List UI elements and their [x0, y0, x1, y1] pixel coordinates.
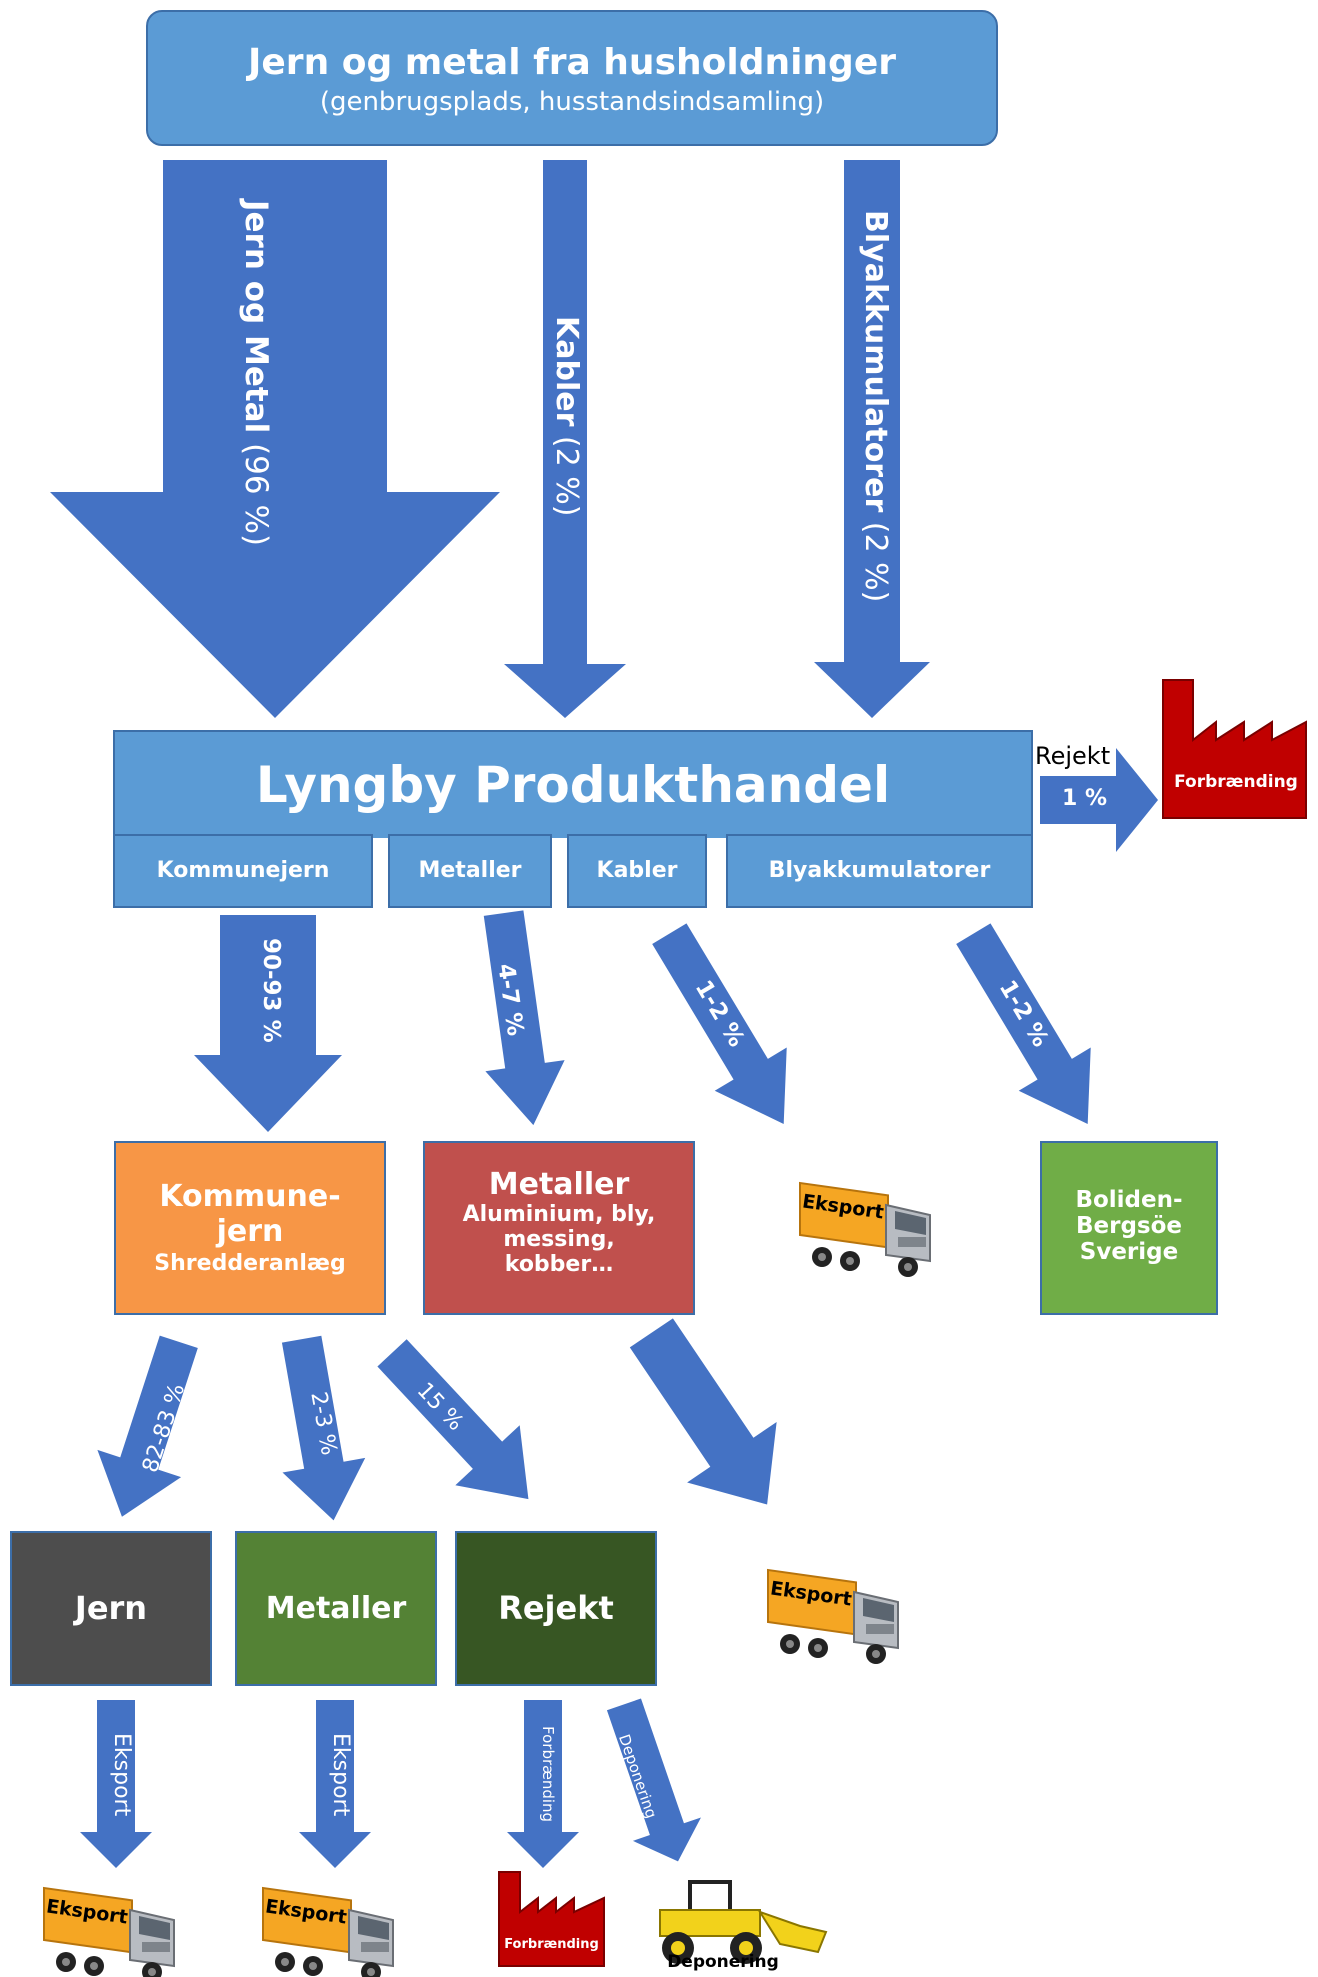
metaller-box: Metaller Aluminium, bly, messing, kobber…	[423, 1141, 695, 1315]
flow-arrow-metaller-lower	[281, 1335, 366, 1521]
flow-arrow-metaller	[483, 910, 565, 1126]
inflow-label-jern-pct: (96 %)	[238, 433, 274, 547]
kommunejern-box: Kommune- jern Shredderanlæg	[114, 1141, 386, 1315]
bottom-box-rejekt: Rejekt	[455, 1531, 657, 1686]
source-subtitle: (genbrugsplads, husstandsindsamling)	[319, 87, 825, 117]
inflow-label-kabler-pct: (2 %)	[549, 426, 584, 517]
bottom-arrow-metaller	[299, 1700, 371, 1868]
boliden-box: Boliden- Bergsöe Sverige	[1040, 1141, 1218, 1315]
source-title: Jern og metal fra husholdninger	[248, 42, 896, 83]
reject-arrow	[1040, 748, 1158, 852]
bottom-flow-label-forbraending: Forbrænding	[539, 1726, 557, 1823]
hub-tab-blyakkumulatorer: Blyakkumulatorer	[726, 834, 1033, 908]
hub-box: Lyngby Produkthandel	[113, 730, 1033, 838]
factory-label-bottom: Forbrænding	[504, 1937, 599, 1952]
inflow-arrow-kabler	[504, 160, 626, 718]
flow-arrow-metaller-export	[629, 1318, 777, 1505]
inflow-label-jern: Jern og Metal (96 %)	[238, 200, 274, 546]
hub-tab-kommunejern: Kommunejern	[113, 834, 373, 908]
inflow-arrow-blyakkumulatorer	[814, 160, 930, 718]
hub-tab-kabler: Kabler	[567, 834, 707, 908]
boliden-line2: Bergsöe	[1075, 1213, 1183, 1239]
inflow-label-jern-bold: Jern og Metal	[238, 200, 274, 434]
boliden-line1: Boliden-	[1075, 1187, 1183, 1213]
bottom-box-jern: Jern	[10, 1531, 212, 1686]
deponering-caption: Deponering	[667, 1952, 779, 1972]
boliden-line3: Sverige	[1079, 1239, 1179, 1265]
bottom-flow-label-jern: Eksport	[109, 1733, 134, 1817]
metaller-line2: messing,	[503, 1227, 615, 1252]
loader-icon	[659, 1880, 828, 1964]
flow-arrow-blyakkumulatorer	[956, 923, 1091, 1125]
inflow-arrow-jern	[50, 160, 500, 718]
bottom-arrow-deponering	[606, 1698, 701, 1862]
mid-flow-label-kommunejern: 90-93 %	[258, 938, 284, 1043]
flow-arrow-jern	[97, 1335, 198, 1517]
source-box: Jern og metal fra husholdninger (genbrug…	[146, 10, 998, 146]
hub-title: Lyngby Produkthandel	[255, 756, 891, 814]
flow-arrow-rejekt	[377, 1339, 529, 1500]
metaller-title: Metaller	[488, 1167, 630, 1202]
reject-pct: 1 %	[1062, 786, 1108, 811]
inflow-label-blyakkumulatorer: Blyakkumulatorer (2 %)	[858, 210, 893, 602]
bottom-arrow-forbraending	[507, 1700, 579, 1868]
inflow-label-bly-bold: Blyakkumulatorer	[858, 210, 893, 513]
bottom-flow-label-metaller: Eksport	[328, 1733, 353, 1817]
kommunejern-line1: Kommune-	[159, 1179, 341, 1214]
inflow-label-kabler-bold: Kabler	[549, 316, 584, 427]
reject-label: Rejekt	[1035, 742, 1111, 770]
metaller-line3: kobber…	[504, 1252, 614, 1277]
inflow-label-bly-pct: (2 %)	[858, 512, 893, 603]
bottom-arrow-jern	[80, 1700, 152, 1868]
kommunejern-line2: jern	[216, 1214, 284, 1249]
hub-tab-metaller: Metaller	[388, 834, 552, 908]
flow-arrow-kommunejern	[194, 915, 342, 1132]
kommunejern-line3: Shredderanlæg	[154, 1251, 346, 1276]
flow-arrow-kabler	[652, 923, 787, 1125]
factory-icon-bottom	[498, 1871, 605, 1967]
metaller-line1: Aluminium, bly,	[462, 1202, 656, 1227]
factory-icon	[1162, 679, 1307, 819]
factory-label: Forbrænding	[1174, 772, 1298, 792]
bottom-box-metaller: Metaller	[235, 1531, 437, 1686]
inflow-label-kabler: Kabler (2 %)	[549, 316, 584, 516]
